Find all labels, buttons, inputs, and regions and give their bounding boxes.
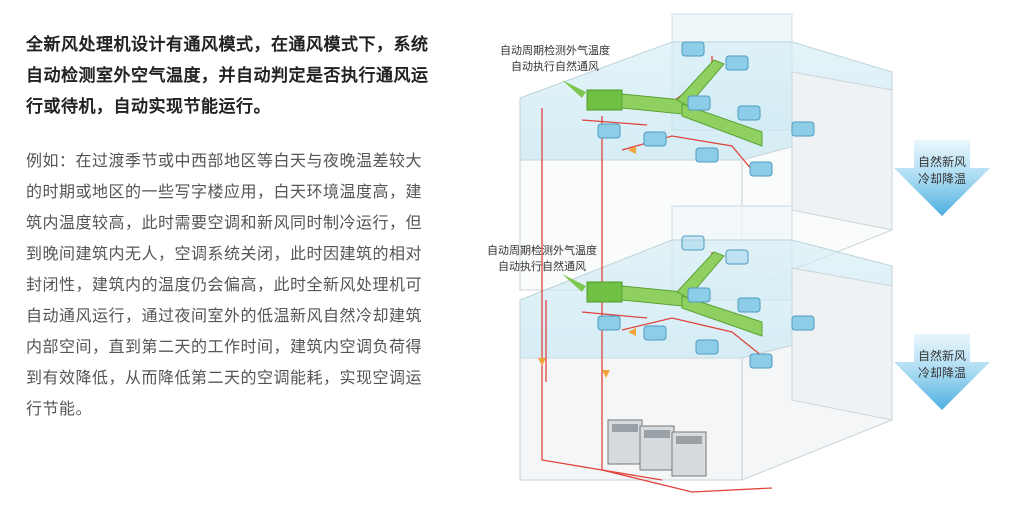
cassette-unit-icon: [791, 121, 815, 137]
cooling-arrow-upper-line1: 自然新风: [918, 154, 966, 169]
lower-duct: [586, 251, 763, 337]
cassette-unit-icon: [791, 315, 815, 331]
cooling-arrow-lower-line2: 冷却降温: [918, 366, 966, 380]
cassette-unit-icon: [597, 123, 621, 139]
upper-ventilation-label-line1: 自动周期检测外气温度: [500, 43, 610, 57]
fresh-air-intake-arrow-upper: [562, 80, 586, 98]
cassette-unit-icon: [687, 287, 711, 303]
outdoor-units: [607, 419, 707, 477]
cassette-unit-icon: [695, 147, 719, 163]
cooling-arrow-lower-line1: 自然新风: [918, 348, 966, 363]
upper-duct: [586, 59, 763, 147]
pipe-flow-arrows: [538, 146, 636, 378]
lower-ventilation-label-line2: 自动执行自然通风: [498, 259, 586, 273]
air-handler-upper: [586, 89, 623, 111]
cassette-unit-icon: [681, 41, 705, 57]
text-column: 全新风处理机设计有通风模式，在通风模式下，系统自动检测室外空气温度，并自动判定是…: [26, 30, 436, 424]
building-ventilation-diagram: 自动周期检测外气温度 自动执行自然通风 自动周期检测外气温度 自动执行自然通风 …: [487, 13, 990, 493]
cassette-unit-icon: [597, 315, 621, 331]
cassette-unit-icon: [687, 95, 711, 111]
upper-ventilation-label-line2: 自动执行自然通风: [511, 59, 599, 73]
indoor-units-lower: [597, 235, 815, 369]
cassette-unit-icon: [725, 55, 749, 71]
refrigerant-pipes: [541, 56, 773, 493]
cooling-arrow-upper-line2: 冷却降温: [918, 172, 966, 186]
cassette-unit-icon: [695, 339, 719, 355]
cassette-unit-icon: [681, 235, 705, 251]
cassette-unit-icon: [737, 105, 761, 121]
air-handler-lower: [586, 281, 623, 303]
cassette-unit-icon: [643, 131, 667, 147]
cooling-arrow-lower: 自然新风 冷却降温: [894, 334, 990, 410]
cassette-unit-icon: [737, 297, 761, 313]
indoor-units-upper: [597, 41, 815, 177]
cassette-unit-icon: [749, 161, 773, 177]
feature-description: 例如：在过渡季节或中西部地区等白天与夜晚温差较大的时期或地区的一些写字楼应用，白…: [26, 151, 423, 418]
cassette-unit-icon: [725, 249, 749, 265]
cassette-unit-icon: [749, 353, 773, 369]
cooling-arrow-upper: 自然新风 冷却降温: [894, 140, 990, 216]
cassette-unit-icon: [643, 325, 667, 341]
feature-heading: 全新风处理机设计有通风模式，在通风模式下，系统自动检测室外空气温度，并自动判定是…: [26, 35, 429, 117]
fresh-air-intake-arrow-lower: [562, 274, 586, 292]
lower-ventilation-label-line1: 自动周期检测外气温度: [487, 243, 597, 257]
